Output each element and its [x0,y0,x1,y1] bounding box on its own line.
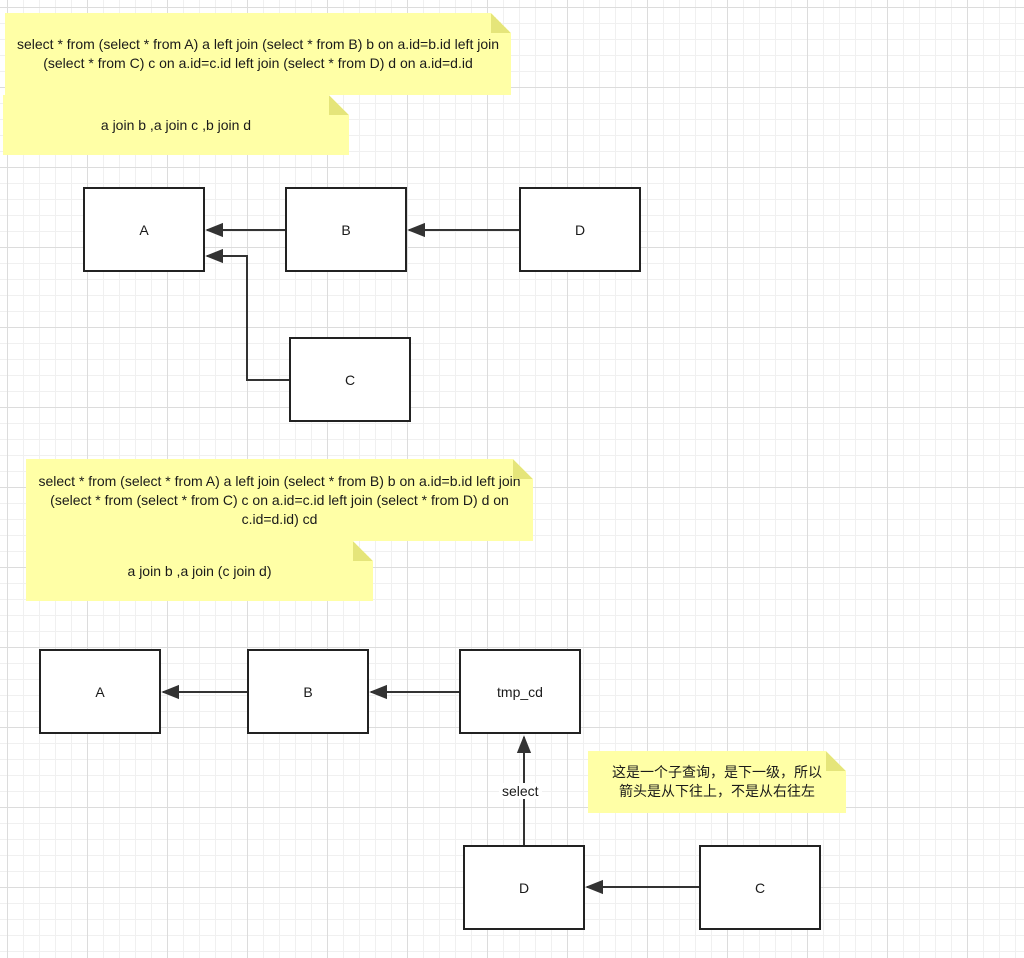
node-c-2-label: C [754,879,766,896]
node-c-2[interactable]: C [699,845,821,930]
node-a-2[interactable]: A [39,649,161,734]
node-c[interactable]: C [289,337,411,422]
node-tmp-cd[interactable]: tmp_cd [459,649,581,734]
join-order-note-2[interactable]: a join b ,a join (c join d) [26,541,373,601]
node-a-label: A [139,221,149,238]
node-b-label: B [341,221,351,238]
sql-note-2[interactable]: select * from (select * from A) a left j… [26,459,533,541]
comment-note[interactable]: 这是一个子查询，是下一级，所以箭头是从下往上，不是从右往左 [588,751,846,813]
node-d[interactable]: D [519,187,641,272]
node-b[interactable]: B [285,187,407,272]
join-order-note-1[interactable]: a join b ,a join c ,b join d [3,95,349,155]
node-d-2[interactable]: D [463,845,585,930]
node-c-label: C [344,371,356,388]
node-d-label: D [574,221,586,238]
node-a[interactable]: A [83,187,205,272]
sql-note-1[interactable]: select * from (select * from A) a left j… [5,13,511,95]
node-b-2[interactable]: B [247,649,369,734]
join-order-note-2-text: a join b ,a join (c join d) [127,562,272,579]
node-tmp-cd-label: tmp_cd [497,683,543,700]
sql-note-1-text: select * from (select * from A) a left j… [16,36,500,71]
join-order-note-1-text: a join b ,a join c ,b join d [100,116,252,133]
sql-note-2-text: select * from (select * from A) a left j… [38,472,521,527]
edge-c-to-a [205,248,289,381]
edge-label-select[interactable]: select [499,783,542,799]
node-b-2-label: B [303,683,313,700]
node-a-2-label: A [95,683,105,700]
node-d-2-label: D [518,879,530,896]
comment-note-text: 这是一个子查询，是下一级，所以箭头是从下往上，不是从右往左 [612,764,822,799]
